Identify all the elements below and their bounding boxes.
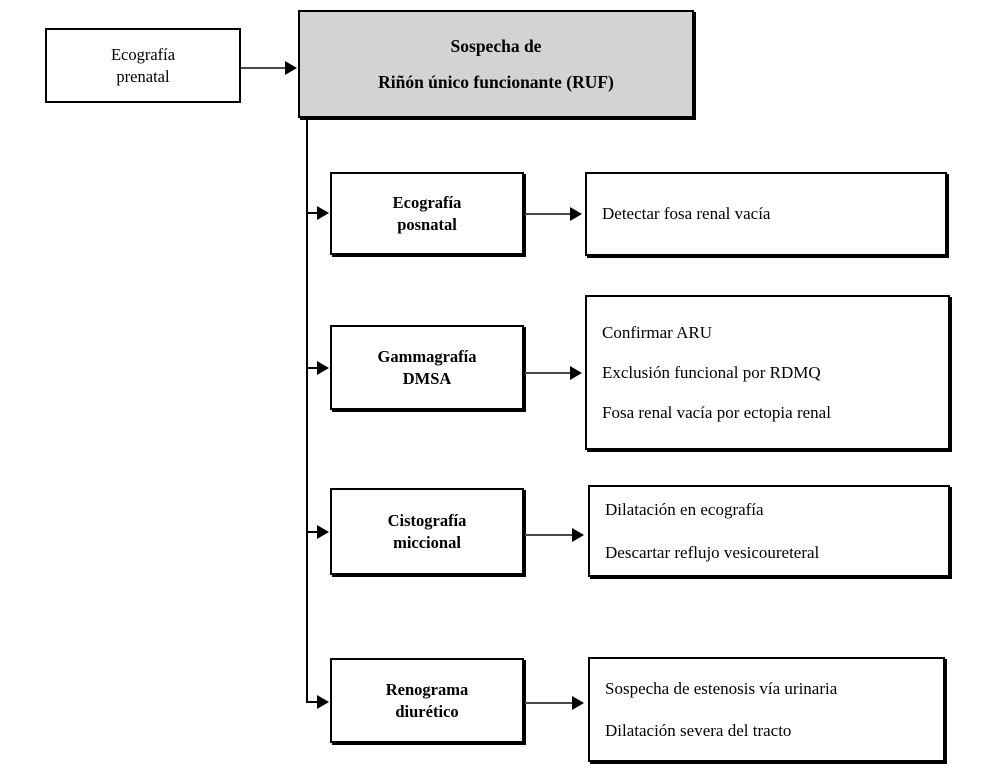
node-stage-1: Ecografía posnatal: [330, 172, 524, 255]
node-stage-4-line1: Renograma: [385, 680, 469, 700]
node-detail-1: Detectar fosa renal vacía: [585, 172, 947, 256]
node-stage-2-line2: DMSA: [402, 368, 452, 388]
node-detail-3-item-1: Dilatación en ecografía: [605, 500, 764, 520]
connector-stage-1-to-detail-1: [525, 213, 573, 215]
arrowhead-stage-1-to-detail-1: [570, 207, 582, 221]
node-ecografia-prenatal-line1: Ecografía: [110, 45, 176, 65]
node-detail-2-item-2: Exclusión funcional por RDMQ: [602, 362, 821, 382]
connector-stage-2-to-detail-2: [525, 372, 573, 374]
connector-stage-3-to-detail-3: [525, 534, 575, 536]
node-stage-2-line1: Gammagrafía: [377, 347, 477, 367]
node-stage-3-line2: miccional: [393, 532, 461, 552]
node-stage-2: Gammagrafía DMSA: [330, 325, 524, 410]
node-ecografia-prenatal-line2: prenatal: [116, 66, 170, 86]
node-detail-4-item-2: Dilatación severa del tracto: [605, 721, 792, 740]
node-sospecha-ruf-line2: Riñón único funcionante (RUF): [378, 71, 614, 92]
node-detail-4-item-1: Sospecha de estenosis vía urinaria: [605, 678, 838, 698]
trunk-branch-line-3: [306, 531, 322, 533]
trunk-branch-line-2: [306, 367, 322, 369]
node-stage-1-line2: posnatal: [397, 214, 457, 234]
arrowhead-branch-2: [317, 361, 329, 375]
node-detail-3-item-2: Descartar reflujo vesicoureteral: [605, 542, 820, 562]
arrowhead-branch-1: [317, 206, 329, 220]
trunk-branch-line-1: [306, 212, 322, 214]
node-detail-2-item-3: Fosa renal vacía por ectopia renal: [602, 403, 831, 423]
node-detail-2-item-1: Confirmar ARU: [602, 322, 713, 342]
node-sospecha-ruf: Sospecha de Riñón único funcionante (RUF…: [298, 10, 694, 118]
node-stage-4: Renograma diurético: [330, 658, 524, 743]
arrowhead-stage-2-to-detail-2: [570, 366, 582, 380]
trunk-branch-line-4: [306, 701, 322, 703]
node-detail-1-item-1: Detectar fosa renal vacía: [602, 204, 771, 224]
connector-stage-4-to-detail-4: [525, 702, 575, 704]
arrowhead-stage-4-to-detail-4: [572, 696, 584, 710]
node-detail-2: Confirmar ARU Exclusión funcional por RD…: [585, 295, 950, 450]
node-sospecha-ruf-line1: Sospecha de: [450, 36, 542, 57]
node-stage-1-line1: Ecografía: [392, 193, 462, 213]
connector-prenatal-to-ruf: [241, 67, 287, 69]
arrowhead-branch-4: [317, 695, 329, 709]
node-stage-3-line1: Cistografía: [387, 511, 467, 531]
arrowhead-stage-3-to-detail-3: [572, 528, 584, 542]
node-detail-4: Sospecha de estenosis vía urinaria Dilat…: [588, 657, 945, 762]
node-stage-3: Cistografía miccional: [330, 488, 524, 575]
arrowhead-prenatal-to-ruf: [285, 61, 297, 75]
node-detail-3: Dilatación en ecografía Descartar refluj…: [588, 485, 950, 577]
arrowhead-branch-3: [317, 525, 329, 539]
trunk-vertical-line: [306, 118, 308, 702]
node-ecografia-prenatal: Ecografía prenatal: [45, 28, 241, 103]
node-stage-4-line2: diurético: [395, 701, 459, 721]
